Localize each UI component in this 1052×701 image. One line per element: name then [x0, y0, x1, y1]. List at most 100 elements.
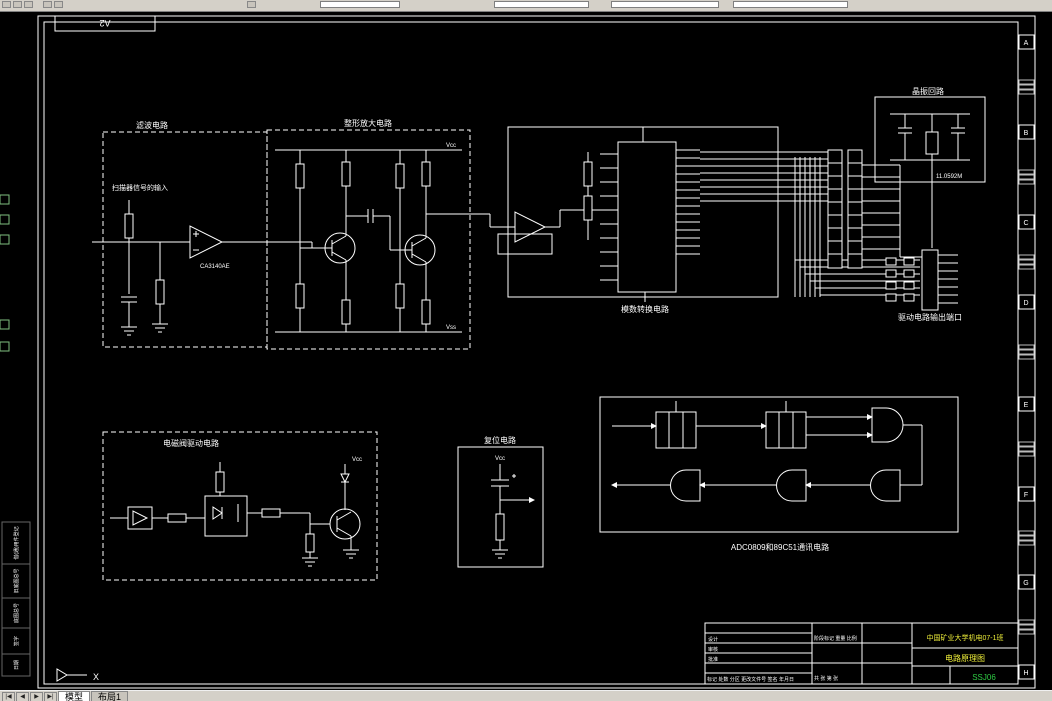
vcc-label: Vcc: [495, 456, 505, 462]
tab-nav-first[interactable]: |◀: [2, 692, 15, 701]
title-block-revision-row: 标记 处数 分区 更改文件号 签名 年月日: [707, 676, 794, 683]
zone-letters: A B C D E F G H: [0, 34, 1035, 680]
optocoupler: [204, 495, 248, 537]
zone-letter: A: [1024, 40, 1029, 47]
toolbar-icon-3[interactable]: [24, 1, 33, 8]
opamp-symbol: [514, 211, 547, 243]
drawing-number: SSJ06: [972, 673, 996, 682]
title-block-left-row: 审核: [708, 646, 718, 653]
drawing-canvas[interactable]: A2 A B C D E F G H: [0, 12, 1052, 690]
and-gate: [871, 407, 904, 443]
transistor: [404, 234, 436, 266]
sheet-size-label: A2: [99, 18, 110, 28]
vss-label: Vss: [446, 325, 456, 331]
resistor: [495, 513, 505, 541]
top-toolbar: [0, 0, 1052, 12]
buffer: [127, 506, 153, 530]
title-block-left-row: 批准: [708, 656, 718, 663]
margin-revision-table: 借(通)用件登记 旧底图总号 底图总号 签字 日期: [1, 521, 31, 677]
block-title: 模数转换电路: [621, 304, 669, 314]
layout-tab-bar: |◀ ◀ ▶ ▶| 模型 布局1: [0, 690, 1052, 701]
resistor: [155, 279, 165, 305]
opamp-part-label: CA3140AE: [200, 264, 230, 270]
margin-label: 签字: [13, 636, 20, 646]
toolbar-icon-2[interactable]: [13, 1, 22, 8]
and-gate: [870, 469, 901, 502]
tab-layout1[interactable]: 布局1: [91, 691, 129, 701]
drawing-title: 电路原理图: [945, 653, 985, 663]
resistor: [295, 283, 305, 309]
margin-label: 底图总号: [13, 603, 20, 623]
tab-nav-last[interactable]: ▶|: [44, 692, 57, 701]
zone-letter: B: [1024, 130, 1029, 137]
title-block-stage-row: 阶段标记 重量 比例: [814, 635, 857, 642]
output-connector: [921, 249, 939, 311]
resistor-network: [827, 149, 843, 269]
shaping-amplifier-block: 整形放大电路 Vcc Vss: [266, 118, 490, 350]
toolbar-icon-5[interactable]: [54, 1, 63, 8]
drawing-area: A2 A B C D E F G H: [0, 12, 1052, 690]
adc-ic: [617, 141, 677, 293]
margin-label: 日期: [14, 660, 20, 670]
zone-letter: F: [1024, 492, 1028, 499]
toolbar-combo-1[interactable]: [320, 1, 400, 8]
resistor: [583, 161, 593, 187]
resistor: [341, 161, 351, 187]
logic-ic: [765, 411, 807, 449]
zone-letter: H: [1023, 670, 1028, 677]
resistor: [421, 161, 431, 187]
crystal-oscillator-block: 晶振回路 11.0592M: [874, 86, 986, 248]
crystal: [925, 131, 939, 155]
driver-output-block: 驱动电路输出端口: [827, 149, 962, 322]
and-gate: [670, 469, 701, 502]
filter-circuit-block: 滤波电路 扫描器信号的输入 CA3140AE: [92, 120, 268, 348]
toolbar-icon-1[interactable]: [2, 1, 11, 8]
block-title: 复位电路: [484, 435, 516, 445]
resistor: [261, 508, 281, 518]
data-bus-wires: [700, 151, 920, 297]
toolbar-combo-2[interactable]: [494, 1, 589, 8]
comm-circuit-block: ADC0809和89C51通讯电路: [599, 396, 959, 552]
opamp-symbol: [189, 225, 224, 259]
vcc-label: Vcc: [446, 143, 456, 149]
adc-conversion-block: 模数转换电路: [489, 126, 779, 314]
resistor: [341, 299, 351, 325]
input-label: 扫描器信号的输入: [112, 183, 168, 192]
title-block: 设计 审核 批准 标记 处数 分区 更改文件号 签名 年月日 阶段标记 重量 比…: [704, 622, 1019, 685]
resistor: [395, 283, 405, 309]
block-title: 电磁阀驱动电路: [163, 438, 219, 448]
zone-letter: D: [1023, 300, 1028, 307]
zone-letter: E: [1024, 402, 1029, 409]
resistor: [395, 163, 405, 189]
tab-nav-prev[interactable]: ◀: [16, 692, 29, 701]
solenoid-driver-block: 电磁阀驱动电路 Vcc: [102, 431, 378, 581]
resistor: [305, 533, 315, 553]
toolbar-icon-6[interactable]: [247, 1, 256, 8]
block-title: 驱动电路输出端口: [898, 312, 962, 322]
transistor: [329, 508, 361, 540]
resistor: [124, 213, 134, 239]
resistor: [167, 513, 187, 523]
company-name: 中国矿业大学机电07-1班: [926, 633, 1003, 642]
resistor: [421, 299, 431, 325]
zone-letter: G: [1023, 580, 1028, 587]
block-title: ADC0809和89C51通讯电路: [731, 542, 829, 552]
block-title: 整形放大电路: [344, 118, 392, 128]
sheet-frame: A2 A B C D E F G H: [0, 15, 1036, 689]
title-block-sheet-row: 共 张 第 张: [814, 675, 838, 682]
tab-nav-next[interactable]: ▶: [30, 692, 43, 701]
margin-label: 旧底图总号: [13, 568, 20, 593]
toolbar-icon-4[interactable]: [43, 1, 52, 8]
toolbar-combo-3[interactable]: [611, 1, 719, 8]
toolbar-combo-4[interactable]: [733, 1, 848, 8]
resistor: [583, 195, 593, 221]
transistor: [324, 232, 356, 264]
crystal-frequency-label: 11.0592M: [936, 174, 962, 180]
and-gate: [776, 469, 807, 502]
ucs-x-label: X: [93, 672, 99, 682]
title-block-left-row: 设计: [708, 636, 718, 643]
block-title: 滤波电路: [136, 120, 168, 130]
margin-label: 借(通)用件登记: [13, 526, 20, 559]
ucs-icon: X: [56, 668, 99, 682]
tab-model[interactable]: 模型: [58, 691, 91, 701]
